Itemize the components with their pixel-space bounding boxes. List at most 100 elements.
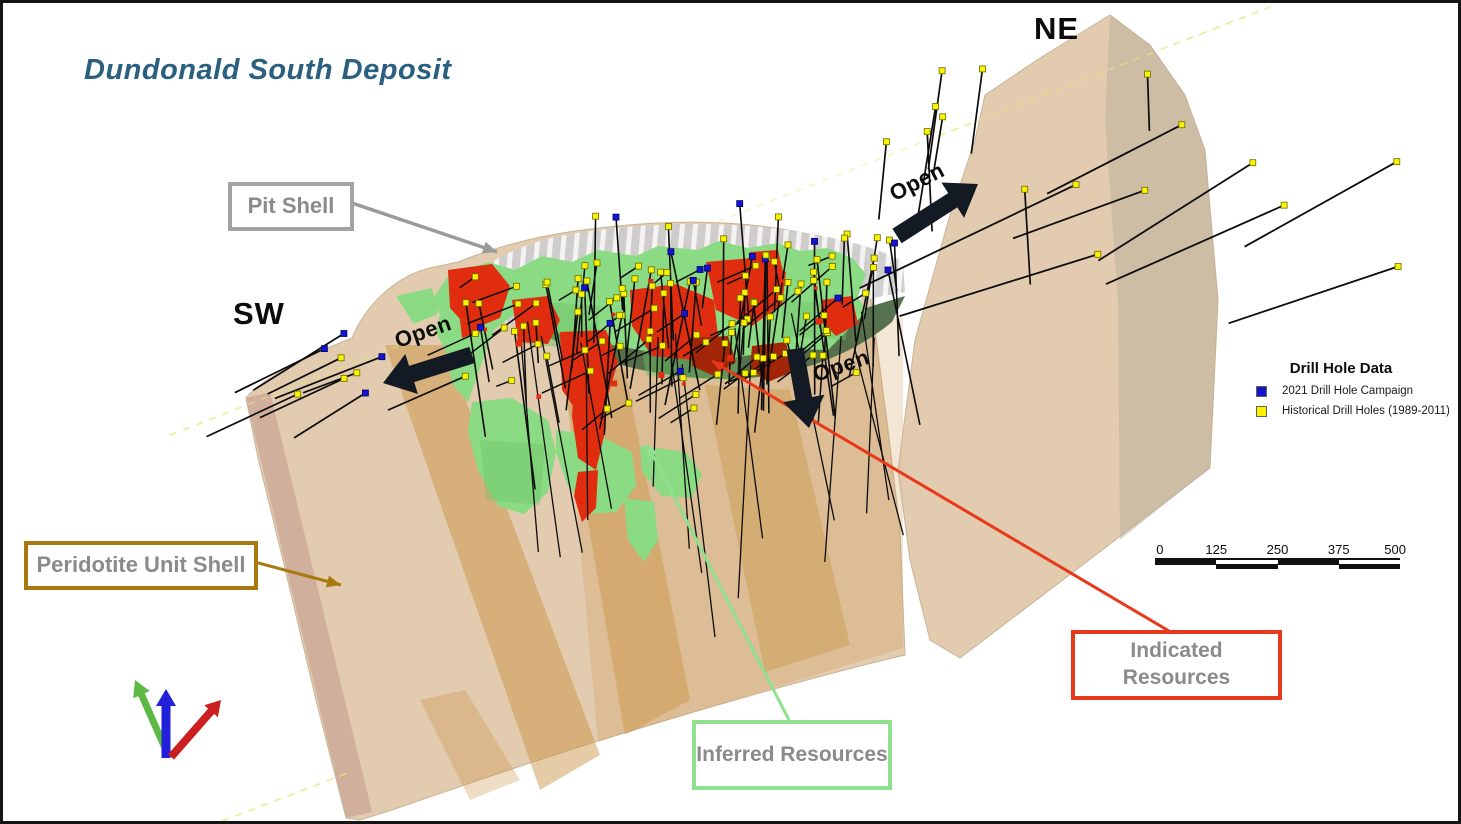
drill-collar-historical <box>784 241 792 249</box>
drill-hole-trace <box>824 336 842 563</box>
direction-label-sw: SW <box>233 296 285 331</box>
indicated-fragment <box>611 380 618 387</box>
legend-item-2021: 2021 Drill Hole Campaign <box>1256 385 1461 397</box>
drill-hole-trace <box>841 238 846 305</box>
scale-tick-label: 250 <box>1266 542 1289 557</box>
scale-bar: 0 125 250 375 500 <box>1155 542 1406 571</box>
open-arrow-mid <box>783 347 825 428</box>
drill-hole-trace <box>585 372 589 521</box>
drill-collar-2021 <box>834 294 842 302</box>
indicated-fragment <box>815 318 823 325</box>
drill-collar-historical <box>870 264 877 271</box>
drill-collar-historical <box>581 346 589 354</box>
drill-collar-2021 <box>361 389 369 397</box>
axis-up-blue <box>156 689 176 758</box>
drill-hole-trace <box>658 393 697 420</box>
drill-collar-2021 <box>477 323 484 331</box>
indicated-leader-head <box>712 361 725 372</box>
drill-collar-historical <box>574 308 582 316</box>
drill-collar-2021 <box>681 310 688 317</box>
drill-collar-2021 <box>704 264 711 272</box>
drill-hole-trace <box>259 377 345 419</box>
drill-collar-2021 <box>891 239 898 247</box>
drill-collar-historical <box>648 282 656 290</box>
drill-hole-trace <box>479 327 490 383</box>
indicated-fragment <box>536 394 542 399</box>
drill-hole-trace <box>467 303 519 325</box>
drill-hole-trace <box>859 183 1077 289</box>
callout-pit-shell-label: Pit Shell <box>247 193 335 219</box>
drill-collar-historical <box>616 342 624 350</box>
drill-hole-trace <box>1228 265 1399 325</box>
drill-collar-historical <box>583 277 591 285</box>
drill-collar-historical <box>770 353 777 360</box>
drill-collar-2021 <box>696 266 704 273</box>
legend-item-label: 2021 Drill Hole Campaign <box>1282 385 1414 397</box>
drill-collar-2021 <box>320 345 328 353</box>
drill-hole-trace <box>629 269 653 390</box>
indicated-fragment <box>814 286 818 290</box>
drill-collar-historical <box>979 65 986 73</box>
drill-hole-trace <box>736 288 778 324</box>
drill-collar-historical <box>783 336 791 344</box>
drill-hole-trace <box>762 255 767 412</box>
drill-collar-historical <box>657 268 664 276</box>
drill-collar-historical <box>740 319 748 327</box>
drill-hole-trace <box>614 307 655 333</box>
drill-collar-historical <box>462 299 470 307</box>
drill-collar-historical <box>606 298 613 305</box>
drill-collar-2021 <box>378 353 386 361</box>
drill-hole-trace <box>738 203 750 317</box>
callout-peridotite-label: Peridotite Unit Shell <box>36 552 246 578</box>
drill-hole-collars <box>294 65 1402 413</box>
drill-collar-historical <box>841 234 848 242</box>
drill-hole-trace <box>766 257 770 414</box>
drill-hole-trace <box>502 343 539 364</box>
drill-hole-trace <box>899 253 1099 317</box>
drill-hole-trace <box>917 106 937 215</box>
drill-hole-trace <box>656 312 686 333</box>
drill-hole-trace <box>753 358 765 433</box>
drill-hole-trace <box>302 372 358 394</box>
drill-collar-historical <box>616 311 624 319</box>
drill-collar-historical <box>750 299 758 306</box>
drill-hole-trace <box>661 293 665 385</box>
drill-collar-historical <box>820 311 828 319</box>
drill-hole-trace <box>767 290 799 317</box>
drill-collar-historical <box>543 278 551 286</box>
drill-collar-historical <box>659 342 666 350</box>
drill-hole-trace <box>267 357 342 395</box>
drill-collar-historical <box>603 405 611 413</box>
drill-collar-historical <box>721 339 729 347</box>
drill-hole-trace <box>1097 161 1254 262</box>
scale-tick-label: 375 <box>1327 542 1350 557</box>
drill-hole-trace <box>877 141 888 220</box>
drill-hole-trace <box>781 282 789 338</box>
drill-collar-historical <box>532 299 540 307</box>
drill-collar-historical <box>813 256 821 264</box>
scale-bar-segments <box>1155 558 1400 571</box>
drill-collar-historical <box>1094 250 1102 258</box>
drill-collar-historical <box>810 268 817 276</box>
drill-collar-historical <box>500 324 508 332</box>
drill-collar-historical <box>613 294 621 302</box>
drill-collar-2021 <box>884 266 892 274</box>
drill-collar-historical <box>828 262 836 270</box>
drill-hole-trace <box>863 237 879 320</box>
pit-shell-leader-head <box>481 241 497 254</box>
drill-collar-historical <box>762 251 770 259</box>
drill-collar-historical <box>1144 70 1151 78</box>
peridotite-leader-head <box>325 575 341 588</box>
drill-collar-historical <box>819 352 827 359</box>
drill-collar-historical <box>873 234 881 242</box>
drill-hole-trace <box>293 392 366 439</box>
inferred-leader <box>645 443 791 721</box>
drill-collar-historical <box>752 262 760 270</box>
drill-hole-trace <box>681 364 716 638</box>
scale-bar-labels: 0 125 250 375 500 <box>1155 542 1406 558</box>
drill-hole-trace <box>742 297 782 330</box>
drill-collar-historical <box>294 390 302 398</box>
drill-collar-historical <box>574 275 582 282</box>
callout-peridotite-shell: Peridotite Unit Shell <box>24 541 258 590</box>
